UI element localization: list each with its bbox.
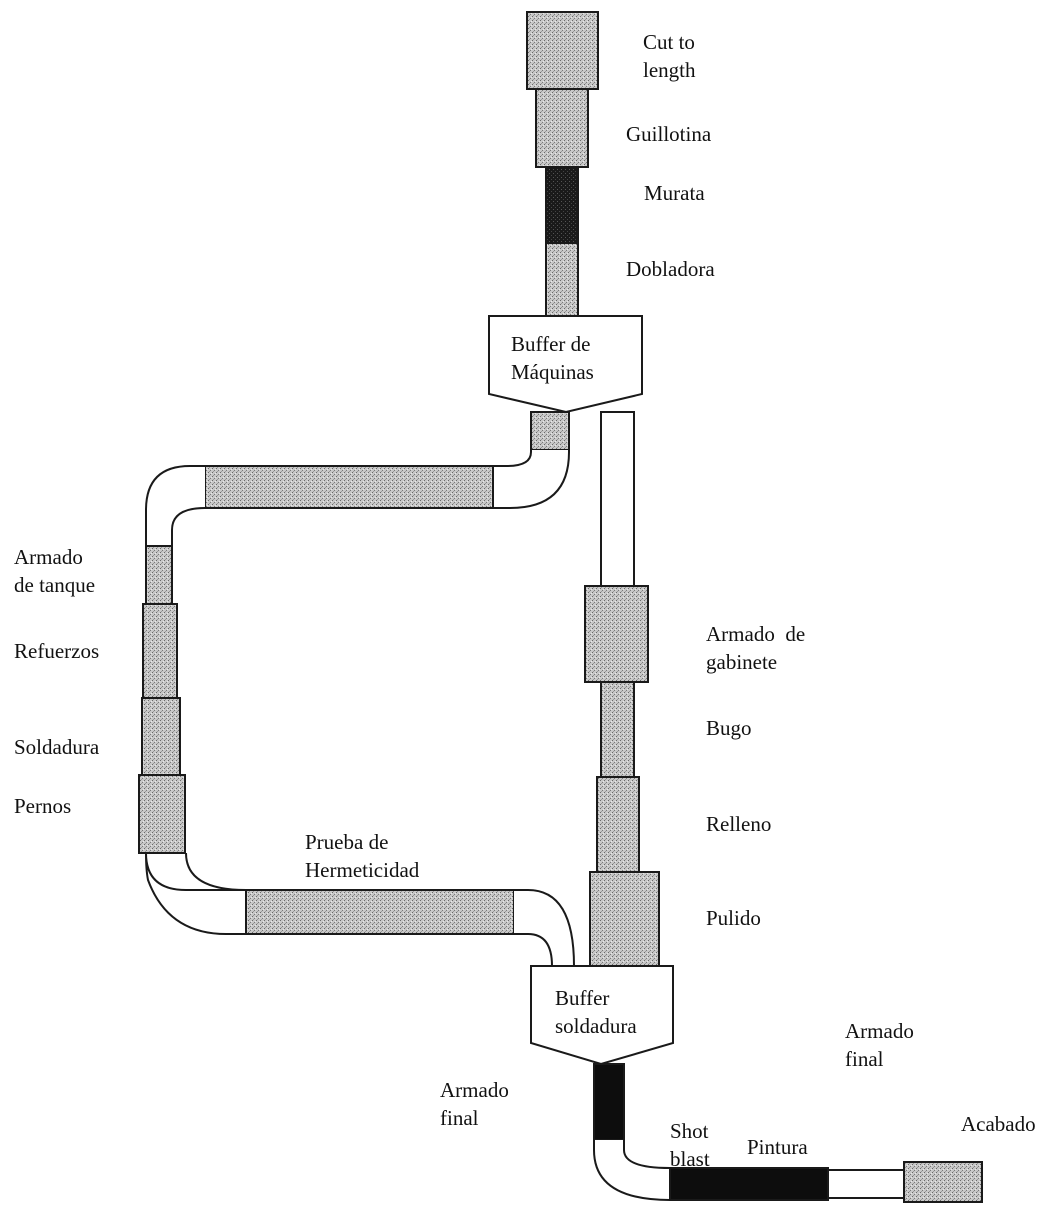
label-bugo: Bugo bbox=[706, 716, 752, 740]
label-pintura: Pintura bbox=[747, 1135, 808, 1159]
label-prueba-hermeticidad: Prueba de Hermeticidad bbox=[305, 830, 420, 882]
soldadura-block bbox=[141, 697, 181, 776]
elbow-bottom-left-inner bbox=[185, 852, 247, 891]
label-soldadura: Soldadura bbox=[14, 735, 100, 759]
prueba-hermeticidad-block bbox=[245, 889, 515, 935]
label-armado-gabinete: Armado de gabinete bbox=[706, 622, 806, 674]
cut-to-length-block bbox=[526, 11, 599, 90]
pernos-block bbox=[138, 774, 186, 854]
label-buffer-soldadura: Buffer soldadura bbox=[555, 986, 637, 1038]
refuerzos-block bbox=[142, 603, 178, 699]
elbow-exit bbox=[593, 1140, 671, 1202]
elbow-top-left bbox=[145, 465, 206, 547]
buffer-soldadura-shape bbox=[530, 965, 674, 1066]
label-cut-to-length: Cut to length bbox=[643, 30, 696, 82]
murata-block bbox=[545, 166, 579, 244]
gabinete-feed-block bbox=[600, 411, 635, 587]
label-relleno: Relleno bbox=[706, 812, 772, 836]
armado-gabinete-block bbox=[584, 585, 649, 683]
elbow-bottom-right bbox=[514, 889, 576, 967]
label-armado-final-right: Armado final bbox=[845, 1019, 914, 1071]
label-armado-tanque: Armado de tanque bbox=[14, 545, 96, 597]
bugo-block bbox=[600, 681, 635, 778]
armado-final-block bbox=[593, 1063, 625, 1141]
transport-top-block bbox=[204, 465, 494, 509]
dobladora-block bbox=[545, 242, 579, 317]
acabado-block bbox=[903, 1161, 983, 1203]
label-guillotina: Guillotina bbox=[626, 122, 712, 146]
guillotina-block bbox=[535, 88, 589, 168]
label-pernos: Pernos bbox=[14, 794, 72, 818]
relleno-block bbox=[596, 776, 640, 873]
pintura-transition-block bbox=[827, 1169, 905, 1199]
label-pulido: Pulido bbox=[706, 906, 761, 930]
label-buffer-maquinas: Buffer de Máquinas bbox=[511, 332, 594, 384]
elbow-top-right bbox=[492, 450, 570, 509]
label-armado-final-left: Armado final bbox=[440, 1078, 509, 1130]
label-acabado: Acabado bbox=[961, 1112, 1036, 1136]
label-murata: Murata bbox=[644, 181, 705, 205]
label-refuerzos: Refuerzos bbox=[14, 639, 100, 663]
elbow-bottom-left bbox=[145, 852, 247, 935]
armado-tanque-block bbox=[145, 545, 173, 605]
buffer-maquinas-shape bbox=[488, 315, 643, 414]
pulido-block bbox=[589, 871, 660, 967]
label-dobladora: Dobladora bbox=[626, 257, 715, 281]
label-shot-blast: Shot blast bbox=[670, 1119, 710, 1171]
connector-block bbox=[530, 411, 570, 451]
